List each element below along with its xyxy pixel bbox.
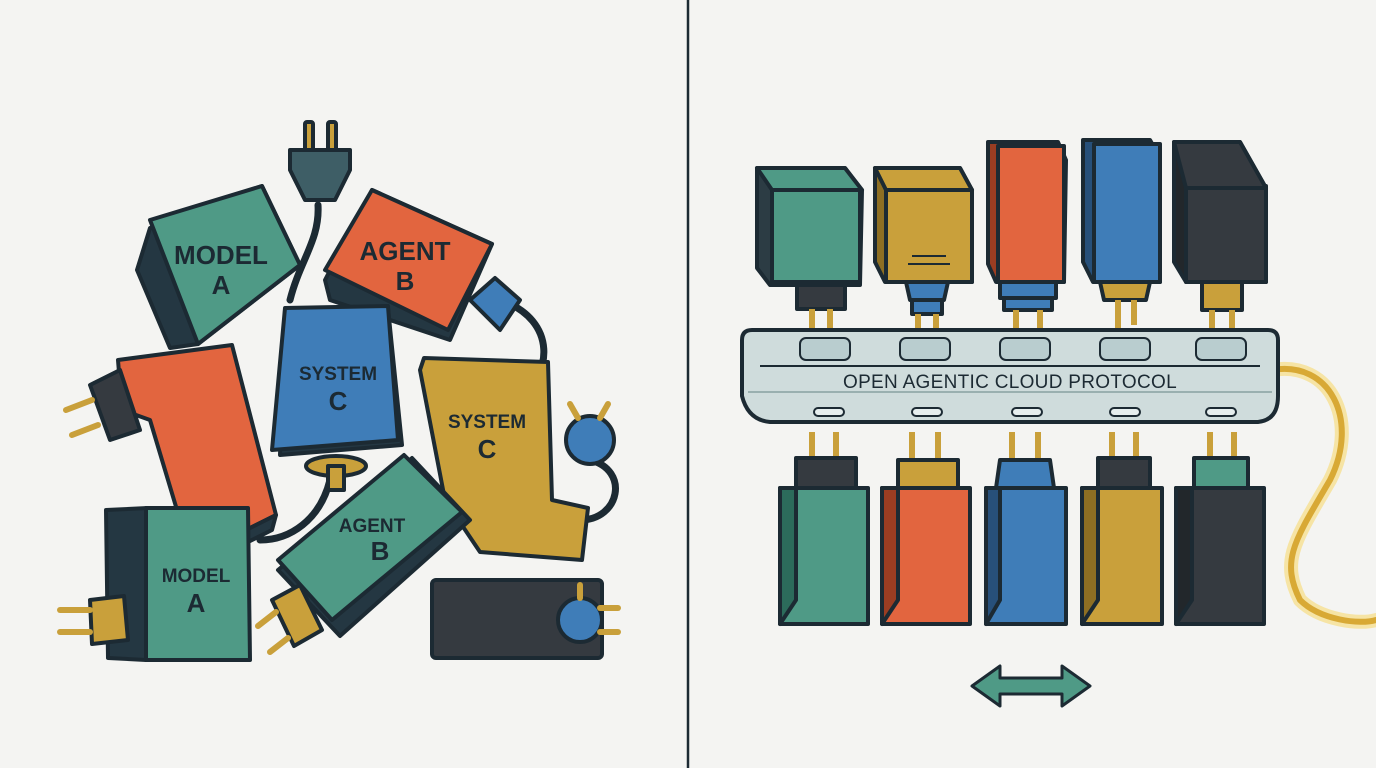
- block-line2: C: [478, 434, 497, 464]
- top-adapter-charcoal: [1172, 140, 1268, 335]
- left-panel-tangle: MODEL A AGENT B SYSTEM: [57, 120, 621, 662]
- block-line1: AGENT: [339, 516, 406, 537]
- tangle-block-agent-b: AGENT B: [323, 188, 494, 342]
- power-cord: [1269, 365, 1376, 625]
- block-line1: MODEL: [162, 566, 231, 587]
- tangle-block-model-a: MODEL A: [135, 184, 302, 350]
- block-line2: C: [329, 386, 348, 416]
- plug-icon: [63, 368, 142, 442]
- bottom-adapter-blue: [984, 432, 1068, 626]
- plug-icon: [564, 401, 616, 466]
- block-line2: A: [212, 270, 231, 300]
- right-panel-protocol: OPEN AGENTIC CLOUD PROTOCOL: [740, 138, 1376, 708]
- block-line1: AGENT: [360, 236, 451, 266]
- plug-icon: [255, 583, 324, 655]
- block-line1: MODEL: [174, 240, 268, 270]
- cord: [256, 476, 334, 544]
- block-line2: A: [187, 588, 206, 618]
- top-adapter-teal: [755, 166, 864, 335]
- strip-label: OPEN AGENTIC CLOUD PROTOCOL: [843, 372, 1177, 393]
- power-strip: OPEN AGENTIC CLOUD PROTOCOL: [740, 328, 1280, 424]
- plug-icon: [288, 120, 352, 202]
- tangle-block-system-c-blue: SYSTEM C: [270, 304, 404, 457]
- cord: [576, 456, 619, 524]
- block-line2: B: [371, 536, 390, 566]
- bottom-adapter-teal: [778, 432, 870, 626]
- plug-icon: [468, 276, 522, 332]
- top-adapter-orange: [986, 140, 1068, 335]
- top-adapter-blue: [1081, 138, 1162, 332]
- outlet-icon: [799, 337, 1247, 361]
- cord: [286, 201, 322, 304]
- tangle-block-charcoal: [430, 578, 621, 660]
- bottom-adapter-orange: [880, 432, 972, 626]
- top-adapter-mustard: [873, 166, 974, 335]
- bottom-adapter-charcoal: [1174, 432, 1266, 626]
- block-line1: SYSTEM: [448, 412, 526, 433]
- plug-icon: [304, 454, 368, 492]
- port-icon: [813, 407, 1237, 417]
- tangle-block-agent-b-teal: AGENT B: [276, 453, 472, 638]
- bottom-adapter-mustard: [1080, 432, 1164, 626]
- plug-icon: [57, 594, 130, 646]
- block-line1: SYSTEM: [299, 364, 377, 385]
- double-arrow-icon: [970, 664, 1092, 708]
- block-line2: B: [396, 266, 415, 296]
- tangle-block-model-a-bottom: MODEL A: [104, 506, 252, 662]
